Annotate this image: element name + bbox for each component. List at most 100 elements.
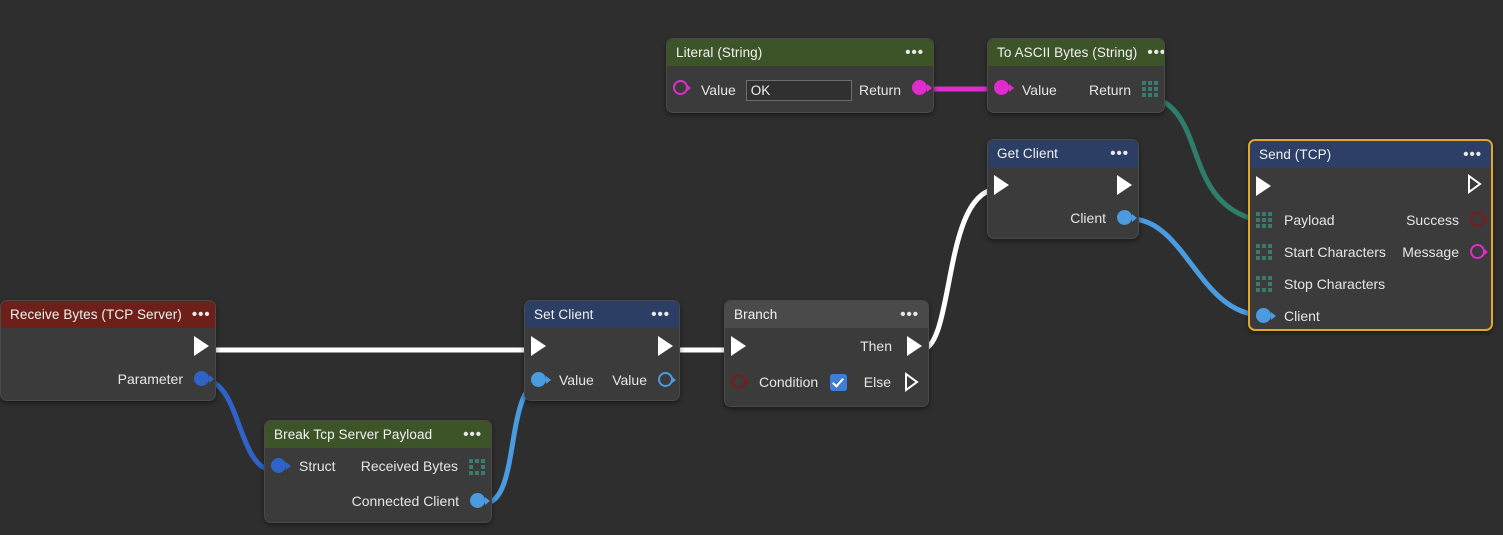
condition-checkbox[interactable] [830,373,848,391]
port-label-condition: Condition [759,374,819,390]
exec-arrow-outline-icon [904,372,920,392]
port-label-value: Value [701,82,736,98]
port-return-output[interactable] [912,80,927,95]
node-menu-icon[interactable]: ••• [905,43,924,61]
node-to-ascii-bytes[interactable]: To ASCII Bytes (String) ••• Value Return [987,38,1165,113]
node-title: Branch [734,307,778,322]
exec-output-port[interactable] [1117,175,1132,195]
exec-arrow-icon [1117,175,1132,195]
port-struct-input[interactable] [271,458,286,473]
port-success-output[interactable] [1470,212,1485,227]
exec-input-port[interactable] [1256,176,1271,196]
node-header[interactable]: Break Tcp Server Payload ••• [265,421,491,448]
array-port-optional-icon [1256,276,1272,292]
node-title: To ASCII Bytes (String) [997,45,1138,60]
node-header[interactable]: Literal (String) ••• [667,39,933,66]
port-label-message: Message [1402,244,1459,260]
node-title: Receive Bytes (TCP Server) [10,307,182,322]
data-port-icon [731,374,746,389]
port-label-else: Else [863,374,891,390]
port-label-parameter: Parameter [117,371,183,387]
exec-output-port[interactable] [194,336,209,356]
port-condition-input[interactable] [731,374,746,389]
node-receive-bytes-tcp-server[interactable]: Receive Bytes (TCP Server) ••• Parameter [0,300,216,401]
exec-then-output-port[interactable] [907,336,922,356]
node-menu-icon[interactable]: ••• [1463,145,1482,163]
node-menu-icon[interactable]: ••• [651,305,670,323]
node-header[interactable]: Get Client ••• [988,140,1138,167]
exec-arrow-outline-icon [1467,174,1483,194]
port-label-value-out: Value [612,372,647,388]
data-port-icon [1117,210,1132,225]
port-stop-characters-input[interactable] [1256,276,1272,292]
exec-arrow-icon [731,336,746,356]
port-value-output[interactable] [658,372,673,387]
data-port-icon [658,372,673,387]
node-header[interactable]: Set Client ••• [525,301,679,328]
exec-arrow-icon [1256,176,1271,196]
node-header[interactable]: Branch ••• [725,301,928,328]
node-header[interactable]: Receive Bytes (TCP Server) ••• [1,301,215,328]
port-label-client: Client [1070,210,1106,226]
port-start-characters-input[interactable] [1256,244,1272,260]
port-label-payload: Payload [1284,212,1335,228]
node-break-tcp-server-payload[interactable]: Break Tcp Server Payload ••• Struct Rece… [264,420,492,523]
port-message-output[interactable] [1470,244,1485,259]
port-label-client: Client [1284,308,1320,324]
node-header[interactable]: Send (TCP) ••• [1250,141,1491,168]
port-value-input[interactable] [531,372,546,387]
array-port-icon [1142,81,1158,97]
port-client-input[interactable] [1256,308,1271,323]
data-port-icon [994,80,1009,95]
node-menu-icon[interactable]: ••• [900,305,919,323]
port-value-input[interactable] [673,80,688,95]
port-received-bytes-output[interactable] [469,459,485,475]
node-title: Literal (String) [676,45,763,60]
port-value-input[interactable] [994,80,1009,95]
exec-input-port[interactable] [994,175,1009,195]
node-send-tcp[interactable]: Send (TCP) ••• [1248,139,1493,331]
node-branch[interactable]: Branch ••• Then Condition [724,300,929,407]
port-client-output[interactable] [1117,210,1132,225]
port-label-return: Return [1088,82,1131,98]
node-header[interactable]: To ASCII Bytes (String) ••• [988,39,1164,66]
data-port-icon [1256,308,1271,323]
node-menu-icon[interactable]: ••• [191,305,211,323]
port-label-received-bytes: Received Bytes [360,458,458,474]
exec-output-port[interactable] [1467,174,1483,194]
port-return-output[interactable] [1142,81,1158,97]
exec-arrow-icon [194,336,209,356]
node-literal-string[interactable]: Literal (String) ••• Value Return [666,38,934,113]
node-menu-icon[interactable]: ••• [1110,144,1129,162]
port-label-struct: Struct [299,458,336,474]
port-payload-input[interactable] [1256,212,1272,228]
node-set-client[interactable]: Set Client ••• Value Value [524,300,680,401]
exec-arrow-icon [531,336,546,356]
data-port-icon [1470,212,1485,227]
node-get-client[interactable]: Get Client ••• Client [987,139,1139,239]
exec-else-output-port[interactable] [904,372,920,392]
port-label-stop-characters: Stop Characters [1284,276,1386,292]
node-title: Break Tcp Server Payload [274,427,433,442]
node-menu-icon[interactable]: ••• [1147,43,1165,61]
data-port-icon [194,371,209,386]
port-label-value: Value [1022,82,1057,98]
data-port-icon [912,80,927,95]
exec-arrow-icon [907,336,922,356]
node-menu-icon[interactable]: ••• [463,425,482,443]
exec-output-port[interactable] [658,336,673,356]
exec-input-port[interactable] [731,336,746,356]
literal-value-input[interactable] [745,79,852,101]
port-label-value-in: Value [559,372,594,388]
array-port-optional-icon [469,459,485,475]
port-label-success: Success [1406,212,1459,228]
exec-input-port[interactable] [531,336,546,356]
node-title: Get Client [997,146,1059,161]
port-label-start-characters: Start Characters [1284,244,1386,260]
array-port-optional-icon [1256,244,1272,260]
port-parameter-output[interactable] [194,371,209,386]
exec-arrow-icon [994,175,1009,195]
exec-arrow-icon [658,336,673,356]
port-connected-client-output[interactable] [470,493,485,508]
